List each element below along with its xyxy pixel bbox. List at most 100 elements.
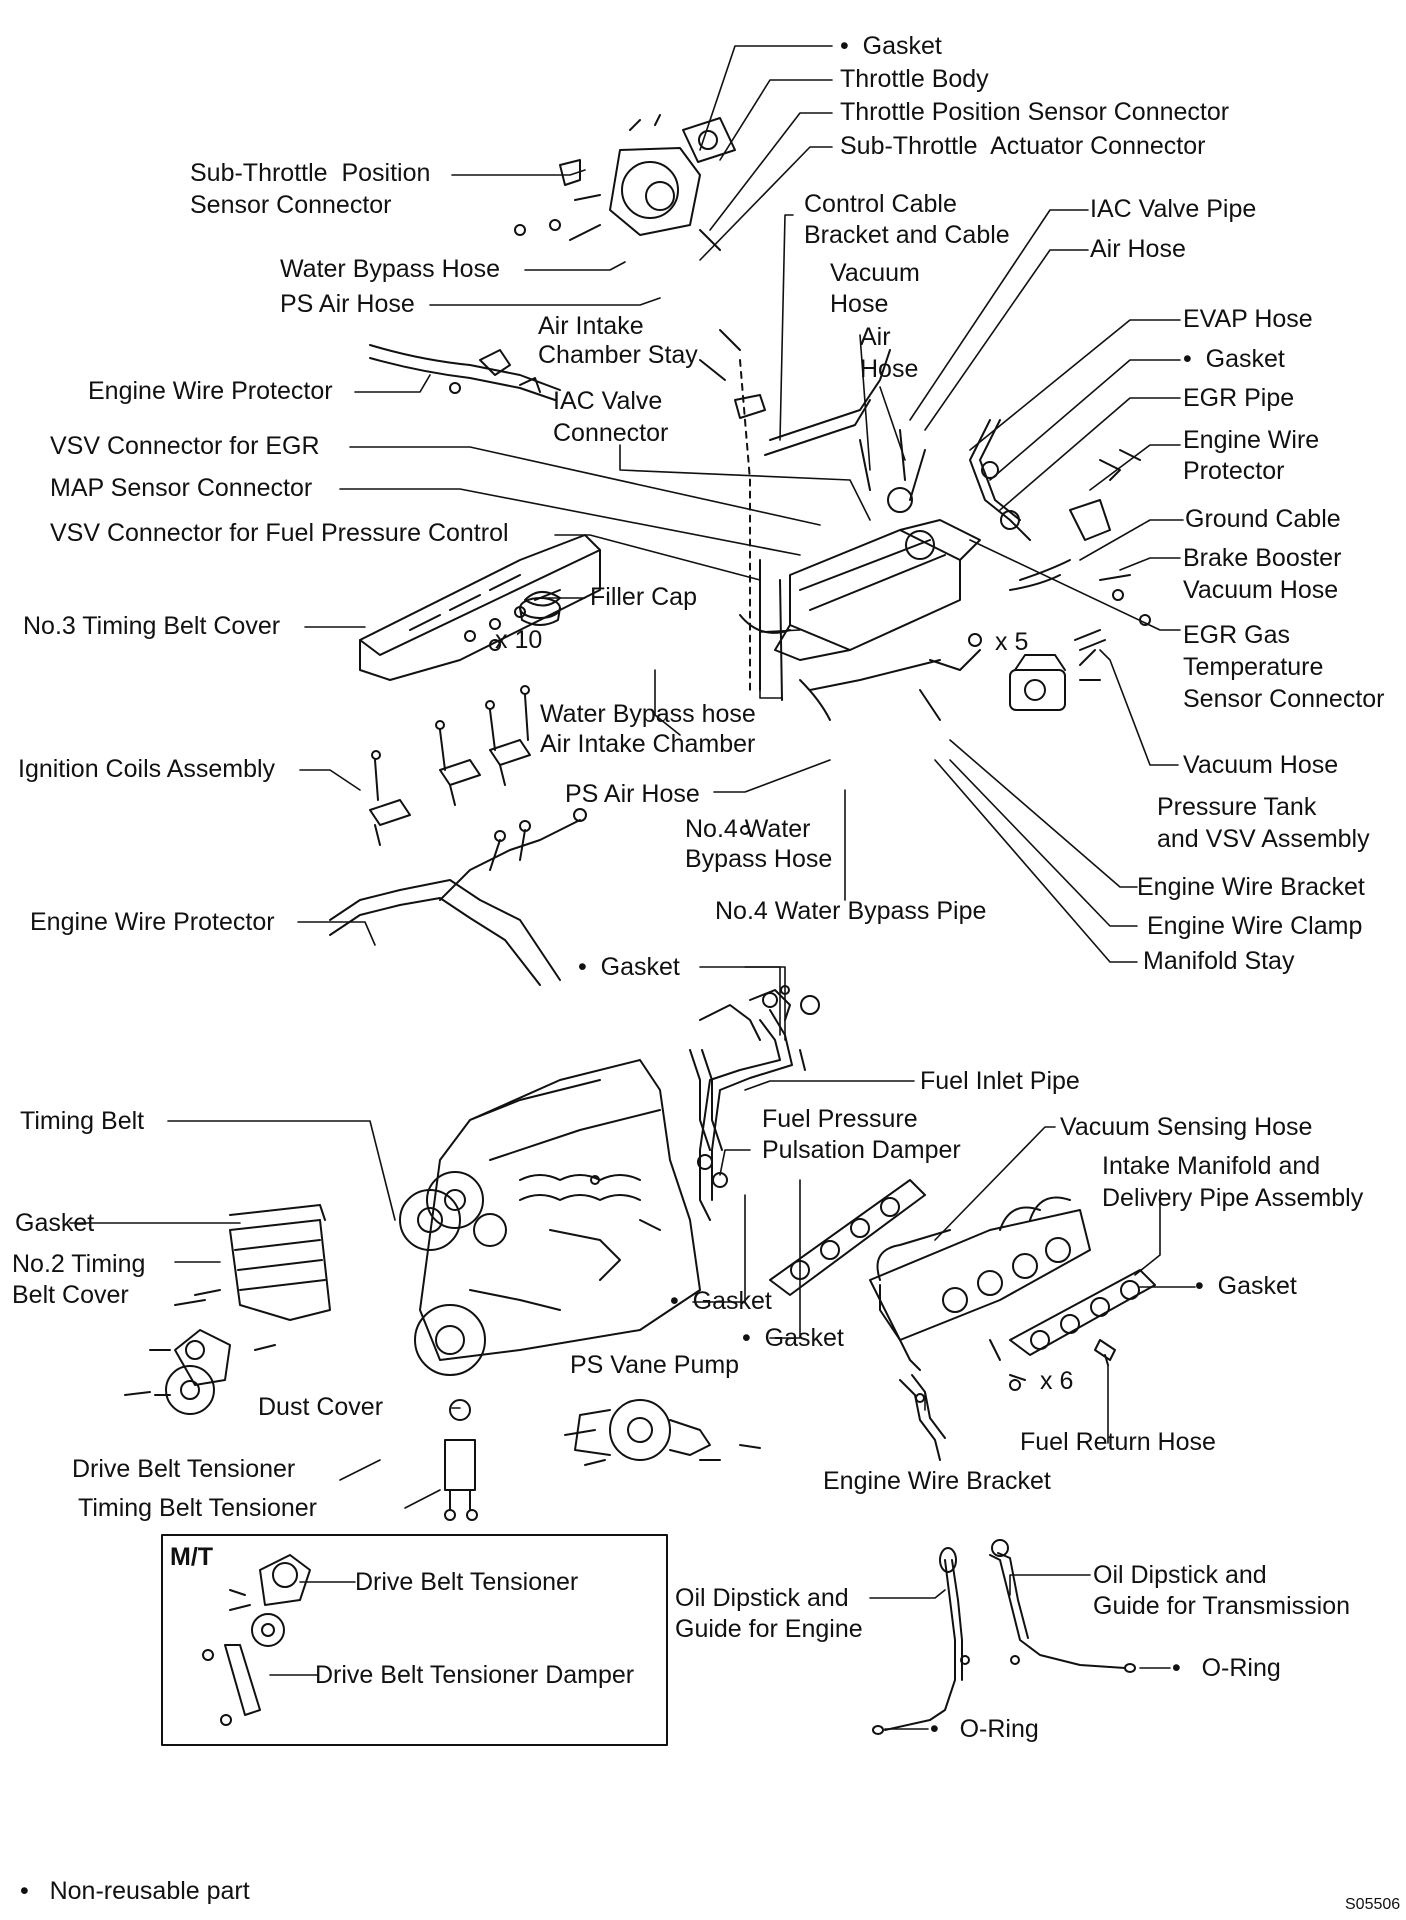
label-x5: x 5 [995,628,1029,656]
label-vsv-fuel: VSV Connector for Fuel Pressure Control [50,519,509,547]
label-dust-cover: Dust Cover [258,1393,384,1421]
figure-code: S05506 [1345,1896,1401,1913]
label-egr-gas-temp-2: Temperature [1183,653,1324,681]
label-gasket-manifold-right: • Gasket [1195,1272,1297,1300]
dipstick-art [872,1539,1136,1735]
label-ps-vane-pump: PS Vane Pump [570,1351,740,1379]
bolts-art [489,219,1151,1391]
label-x10: x 10 [495,626,543,654]
label-brake-booster-2: Vacuum Hose [1183,576,1339,604]
engine-wire-protector-top-art [369,344,561,401]
label-oil-dipstick-trans-1: Oil Dipstick and [1093,1561,1267,1589]
label-manifold-stay: Manifold Stay [1143,947,1295,975]
label-oil-dipstick-engine-1: Oil Dipstick and [675,1584,849,1612]
label-ignition-coils: Ignition Coils Assembly [18,755,276,783]
label-gasket-left: Gasket [15,1209,95,1237]
manifold-gasket-art [769,1179,1156,1356]
label-no4-water-bypass-hose-2: Bypass Hose [685,845,833,873]
mt-inset-box [161,1534,668,1746]
label-tps-connector: Throttle Position Sensor Connector [840,98,1230,126]
drive-belt-tensioner-art [124,1329,276,1415]
label-ps-air-hose-mid: PS Air Hose [565,780,700,808]
engine-block-art [399,989,820,1376]
label-egr-gas-temp-1: EGR Gas [1183,621,1290,649]
label-pressure-tank-1: Pressure Tank [1157,793,1317,821]
leader-lines [69,45,1196,1730]
label-no4-water-bypass-pipe: No.4 Water Bypass Pipe [715,897,987,925]
label-intake-manifold-1: Intake Manifold and [1102,1152,1321,1180]
fuel-inlet-pipe-art [697,1009,793,1221]
label-water-bypass-hose-mid: Water Bypass hose [540,700,756,728]
label-air-intake-chamber-stay-2: Chamber Stay [538,341,698,369]
ignition-coils-art [369,685,531,846]
label-x6: x 6 [1040,1367,1074,1395]
label-fuel-inlet-pipe: Fuel Inlet Pipe [920,1067,1080,1095]
label-ewp-right-1: Engine Wire [1183,426,1320,454]
label-gasket-top: • Gasket [840,32,942,60]
pressure-tank-art [1009,629,1106,711]
label-fuel-pulsation-2: Pulsation Damper [762,1136,961,1164]
label-map-sensor: MAP Sensor Connector [50,474,313,502]
label-gasket-egr: • Gasket [1183,345,1285,373]
label-engine-wire-protector-left: Engine Wire Protector [30,908,275,936]
label-air-hose-mid-1: Air [860,323,891,351]
ps-vane-pump-art [564,1399,761,1466]
label-fuel-return-hose: Fuel Return Hose [1020,1428,1216,1456]
label-no4-water-bypass-hose-1: No.4 Water [685,815,811,843]
label-vacuum-sensing-hose: Vacuum Sensing Hose [1060,1113,1313,1141]
label-egr-gas-temp-3: Sensor Connector [1183,685,1385,713]
egr-pipe-art [969,419,1141,591]
label-mt-drive-belt-tensioner: Drive Belt Tensioner [355,1568,579,1596]
filler-cap-art [519,597,561,626]
label-engine-wire-bracket-bottom: Engine Wire Bracket [823,1467,1051,1495]
label-engine-wire-protector-top: Engine Wire Protector [88,377,333,405]
label-fuel-pulsation-1: Fuel Pressure [762,1105,918,1133]
label-pressure-tank-2: and VSV Assembly [1157,825,1370,853]
label-ps-air-hose-top: PS Air Hose [280,290,415,318]
label-timing-belt-tensioner: Timing Belt Tensioner [78,1494,318,1522]
label-control-cable-1: Control Cable [804,190,957,218]
label-timing-belt-cover-3: No.3 Timing Belt Cover [23,612,281,640]
label-air-hose-right: Air Hose [1090,235,1186,263]
label-gasket-fuel-inlet: • Gasket [578,953,680,981]
label-evap-hose: EVAP Hose [1183,305,1313,333]
fuel-return-hose-art [1009,1339,1116,1381]
timing-belt-cover-3-art [359,534,601,681]
label-timing-belt-cover-2-2: Belt Cover [12,1281,129,1309]
label-sub-throttle-actuator: Sub-Throttle Actuator Connector [840,132,1206,160]
label-oring-bottom: • O-Ring [930,1715,1039,1743]
label-ground-cable: Ground Cable [1185,505,1341,533]
label-vacuum-hose-1: Vacuum [830,259,920,287]
label-oring-right: • O-Ring [1172,1654,1281,1682]
label-drive-belt-tensioner: Drive Belt Tensioner [72,1455,296,1483]
air-intake-chamber-art [739,359,981,721]
engine-wire-bracket-bottom-art [899,1374,946,1461]
legend-non-reusable: • Non-reusable part [20,1877,250,1905]
label-oil-dipstick-trans-2: Guide for Transmission [1093,1592,1351,1620]
label-gasket-pulsation: • Gasket [670,1287,772,1315]
label-timing-belt-cover-2-1: No.2 Timing [12,1250,146,1278]
label-ewp-right-2: Protector [1183,457,1285,485]
label-gasket-manifold-left: • Gasket [742,1324,844,1352]
label-control-cable-2: Bracket and Cable [804,221,1010,249]
label-timing-belt: Timing Belt [20,1107,145,1135]
label-engine-wire-clamp: Engine Wire Clamp [1147,912,1363,940]
label-air-intake-chamber-stay-1: Air Intake [538,312,644,340]
control-cable-art [699,329,891,456]
intake-manifold-art [869,1196,1091,1371]
timing-belt-tensioner-art [444,1399,478,1521]
label-oil-dipstick-engine-2: Guide for Engine [675,1615,863,1643]
label-water-bypass-hose-top: Water Bypass Hose [280,255,500,283]
label-iac-valve-connector-1: IAC Valve [553,387,663,415]
label-sub-tps-2: Sensor Connector [190,191,392,219]
label-mt: M/T [170,1543,214,1571]
label-sub-tps-1: Sub-Throttle Position [190,159,431,187]
label-air-intake-chamber: Air Intake Chamber [540,730,756,758]
label-mt-drive-belt-damper: Drive Belt Tensioner Damper [315,1661,635,1689]
label-iac-valve-connector-2: Connector [553,419,669,447]
engine-wire-protector-left-art [329,808,587,986]
label-vacuum-hose-right: Vacuum Hose [1183,751,1339,779]
label-vsv-egr: VSV Connector for EGR [50,432,320,460]
